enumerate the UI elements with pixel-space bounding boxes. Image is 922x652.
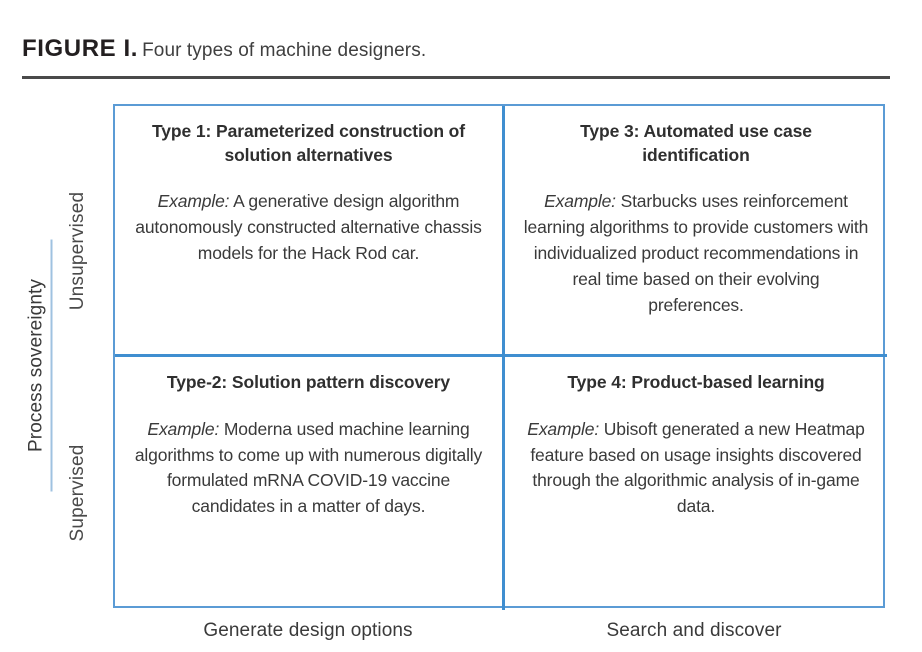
quadrant-bottom-left: Type-2: Solution pattern discovery Examp… <box>115 357 505 610</box>
y-axis-title: Process sovereignty <box>25 239 53 492</box>
example-text: Moderna used machine learning algorithms… <box>134 418 483 517</box>
figure-caption-text: Four types of machine designers. <box>142 40 427 61</box>
quadrant-title: Type 1: Parameterized construction of so… <box>152 121 465 165</box>
quadrant-example: Example: Starbucks uses reinforcement le… <box>521 189 871 318</box>
example-label: Example: <box>157 191 230 212</box>
quadrant-title: Type 3: Automated use case identificatio… <box>580 121 812 165</box>
quadrant-matrix: Type 1: Parameterized construction of so… <box>113 104 887 610</box>
example-label: Example: <box>147 418 220 439</box>
x-axis-tick-search-and-discover: Search and discover <box>606 620 782 641</box>
quadrant-title: Type 4: Product-based learning <box>567 372 825 392</box>
quadrant-example: Example: Ubisoft generated a new Heatmap… <box>521 417 871 521</box>
y-axis-tick-supervised: Supervised <box>67 444 88 542</box>
quadrant-top-right: Type 3: Automated use case identificatio… <box>505 106 887 357</box>
quadrant-title: Type-2: Solution pattern discovery <box>166 372 451 392</box>
example-label: Example: <box>527 418 600 439</box>
y-axis-tick-unsupervised: Unsupervised <box>67 191 88 311</box>
example-text: Starbucks uses reinforcement learning al… <box>523 191 869 315</box>
x-axis-tick-generate-design-options: Generate design options <box>203 620 413 641</box>
quadrant-example: Example: Moderna used machine learning a… <box>131 417 486 521</box>
quadrant-example: Example: A generative design algorithm a… <box>131 189 486 267</box>
figure-label: FIGURE I. <box>22 35 139 62</box>
quadrant-top-left: Type 1: Parameterized construction of so… <box>115 106 505 357</box>
caption-divider-rule <box>22 76 890 79</box>
example-text: Ubisoft generated a new Heatmap feature … <box>530 418 865 517</box>
figure-caption: FIGURE I.Four types of machine designers… <box>22 34 892 64</box>
example-text: A generative design algorithm autonomous… <box>135 191 482 264</box>
example-label: Example: <box>544 191 616 212</box>
quadrant-bottom-right: Type 4: Product-based learning Example: … <box>505 357 887 610</box>
